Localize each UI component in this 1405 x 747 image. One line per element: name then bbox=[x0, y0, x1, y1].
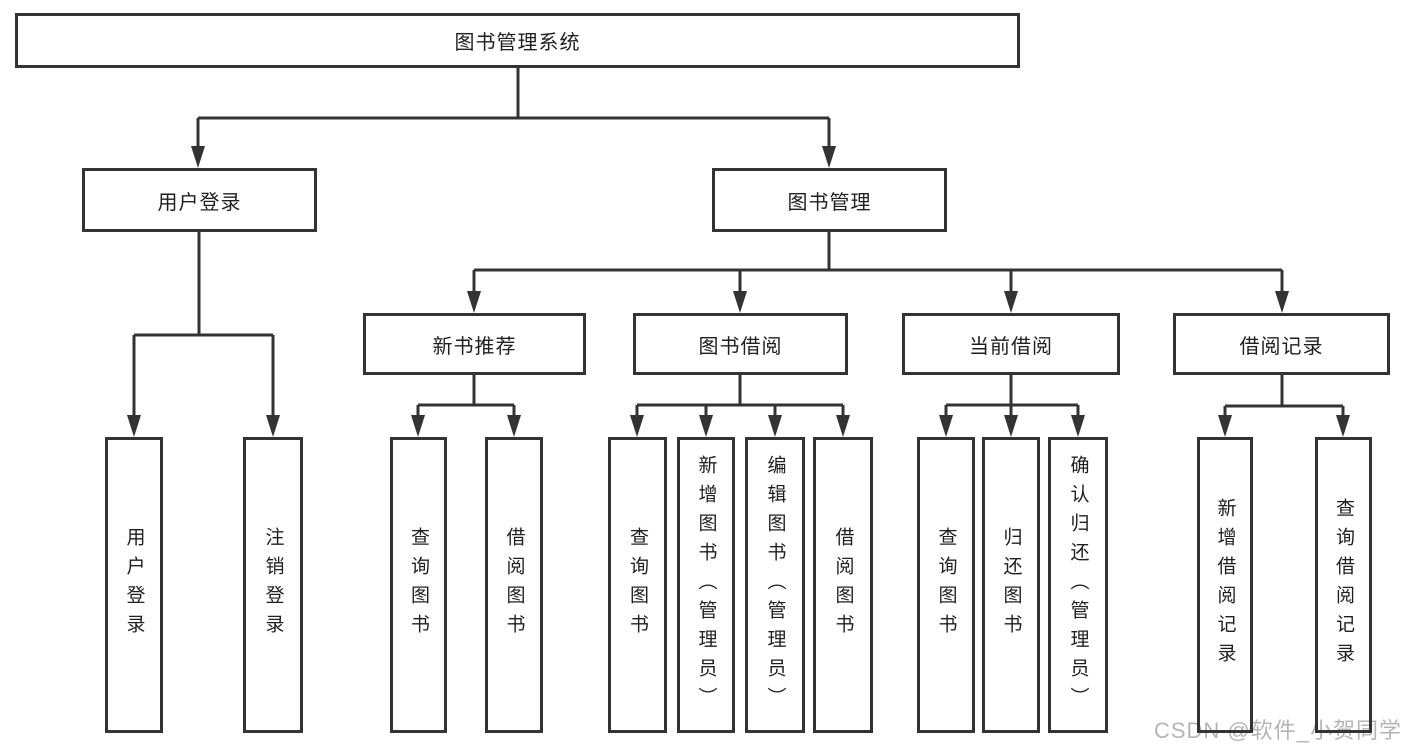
leaf-query-borrow-record-label: 查询借阅记录 bbox=[1333, 498, 1354, 672]
node-library-system-label: 图书管理系统 bbox=[454, 32, 581, 54]
leaf-logout: 注销登录 bbox=[243, 437, 303, 733]
leaf-add-books-admin-label: 新增图书（管理员） bbox=[695, 454, 717, 716]
leaf-edit-books-admin-label: 编辑图书（管理员） bbox=[764, 454, 786, 716]
leaf-edit-books-admin: 编辑图书（管理员） bbox=[745, 437, 805, 733]
leaf-borrow-books-label: 借阅图书 bbox=[832, 527, 854, 643]
leaf-return-books: 归还图书 bbox=[982, 437, 1040, 733]
leaf-confirm-return-admin: 确认归还（管理员） bbox=[1048, 437, 1108, 733]
leaf-add-borrow-record-label: 新增借阅记录 bbox=[1214, 498, 1236, 672]
leaf-borrow-books-recommend: 借阅图书 bbox=[485, 437, 543, 733]
leaf-query-books-borrowing-label: 查询图书 bbox=[627, 527, 648, 643]
leaf-query-books-recommend-label: 查询图书 bbox=[408, 527, 429, 643]
leaf-add-borrow-record: 新增借阅记录 bbox=[1197, 437, 1253, 733]
leaf-borrow-books: 借阅图书 bbox=[813, 437, 873, 733]
node-current-borrowing-label: 当前借阅 bbox=[969, 335, 1053, 358]
node-book-borrowing-label: 图书借阅 bbox=[698, 335, 783, 358]
node-new-book-recommend-label: 新书推荐 bbox=[432, 335, 517, 358]
leaf-add-books-admin: 新增图书（管理员） bbox=[677, 437, 735, 733]
leaf-confirm-return-admin-label: 确认归还（管理员） bbox=[1067, 454, 1089, 716]
leaf-query-borrow-record: 查询借阅记录 bbox=[1315, 437, 1372, 733]
leaf-user-login: 用户登录 bbox=[105, 437, 163, 733]
leaf-logout-label: 注销登录 bbox=[262, 527, 284, 643]
node-new-book-recommend: 新书推荐 bbox=[363, 313, 586, 375]
leaf-user-login-label: 用户登录 bbox=[123, 527, 145, 643]
leaf-query-books-current: 查询图书 bbox=[917, 437, 975, 733]
node-borrowing-records: 借阅记录 bbox=[1173, 313, 1390, 375]
leaf-return-books-label: 归还图书 bbox=[1000, 527, 1022, 643]
node-current-borrowing: 当前借阅 bbox=[902, 313, 1120, 375]
node-book-management: 图书管理 bbox=[712, 168, 947, 232]
node-library-system: 图书管理系统 bbox=[15, 13, 1020, 68]
node-borrowing-records-label: 借阅记录 bbox=[1239, 335, 1324, 358]
leaf-borrow-books-recommend-label: 借阅图书 bbox=[503, 527, 525, 643]
node-user-login: 用户登录 bbox=[82, 168, 317, 232]
leaf-query-books-recommend: 查询图书 bbox=[390, 437, 447, 733]
node-book-management-label: 图书管理 bbox=[787, 191, 872, 214]
leaf-query-books-current-label: 查询图书 bbox=[935, 527, 957, 643]
node-book-borrowing: 图书借阅 bbox=[633, 313, 848, 375]
leaf-query-books-borrowing: 查询图书 bbox=[608, 437, 667, 733]
node-user-login-label: 用户登录 bbox=[157, 191, 242, 214]
